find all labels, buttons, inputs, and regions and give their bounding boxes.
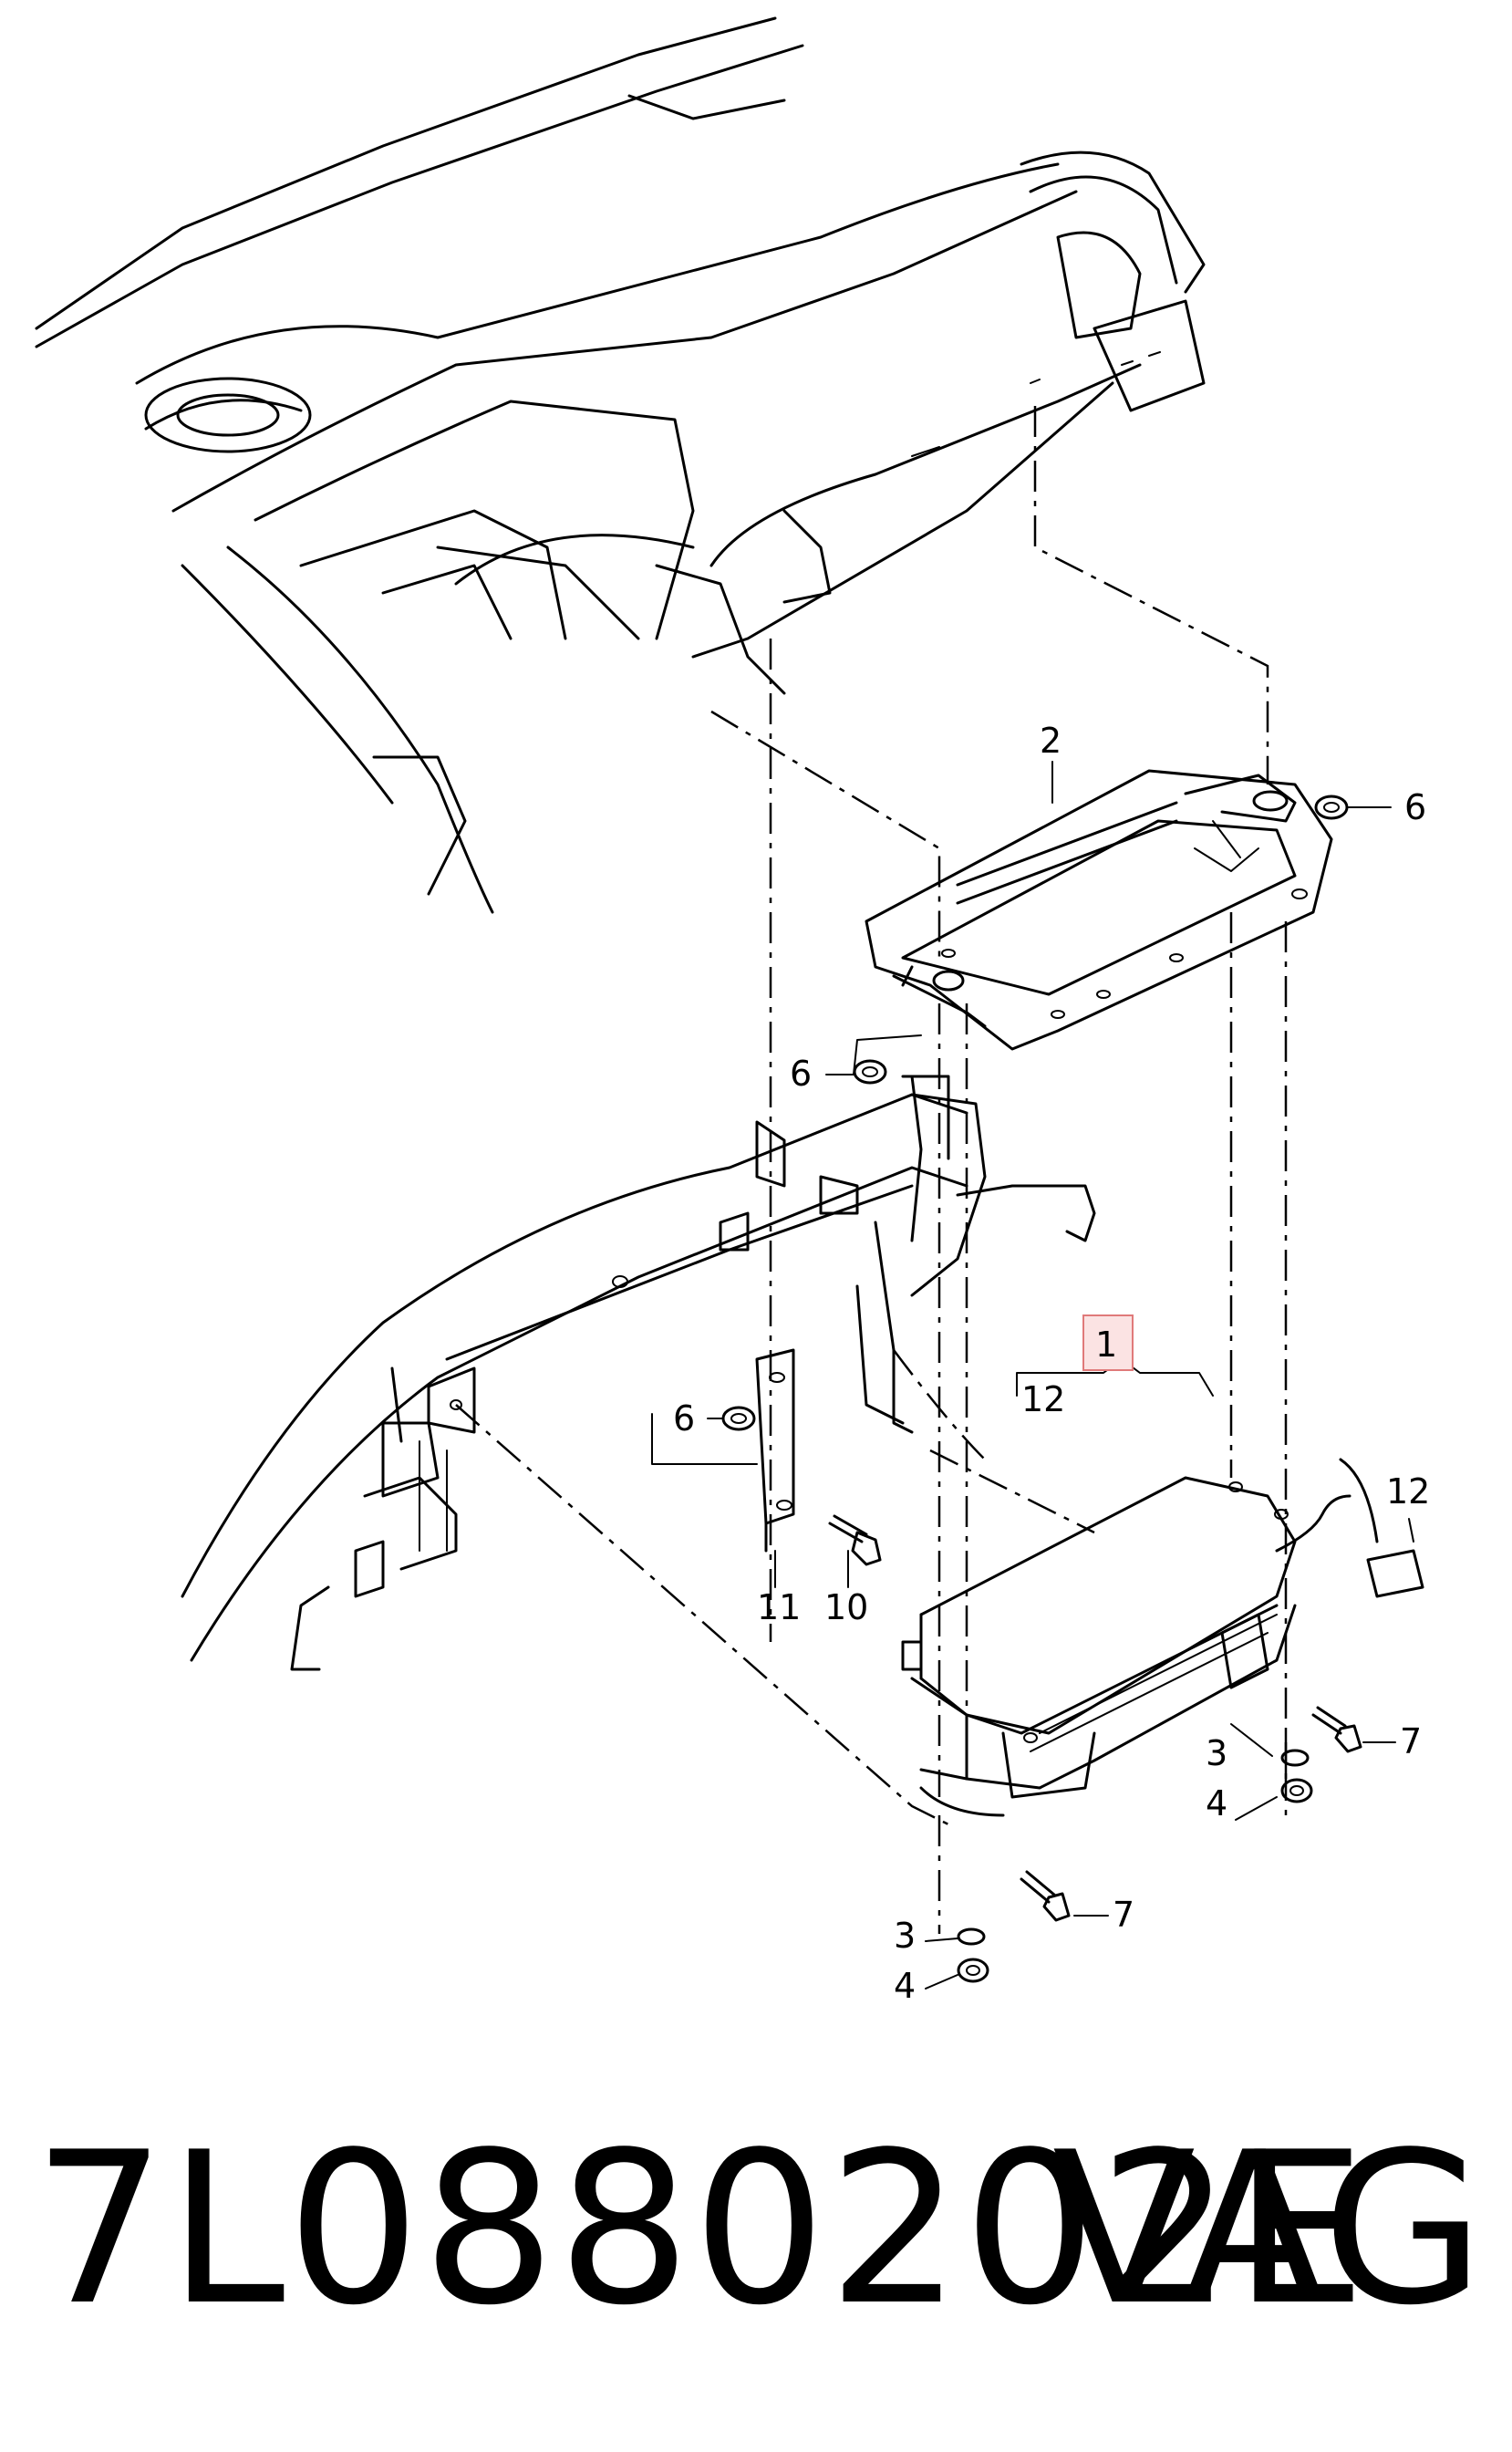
callout-6-mid: 6 — [790, 1054, 812, 1094]
callout-7-lower: 7 — [1113, 1895, 1134, 1935]
callout-11: 11 — [757, 1587, 801, 1627]
dashboard-panel — [35, 16, 1206, 914]
callout-6-lower: 6 — [673, 1398, 695, 1439]
callout-12-right: 12 — [1386, 1471, 1430, 1512]
callout-numbers: 1 2 6 6 6 11 10 12 12 3 4 7 7 3 4 — [673, 721, 1430, 2006]
callout-3-lower: 3 — [894, 1916, 916, 1956]
bolt-7-right — [1311, 1706, 1362, 1753]
callout-1: 1 — [1095, 1325, 1117, 1365]
callout-4-right: 4 — [1206, 1783, 1227, 1823]
nut-6-lower — [721, 1406, 756, 1431]
brand-label: VAG — [1051, 2108, 1485, 2352]
nut-6-top-right — [1314, 795, 1349, 820]
support-bracket-11 — [755, 1348, 795, 1553]
airbag-exploded-diagram: 1 2 6 6 6 11 10 12 12 3 4 7 7 3 4 — [35, 16, 1430, 2006]
callout-1-highlight — [1082, 1314, 1134, 1371]
washer-3-lower — [957, 1927, 986, 1946]
part-number: 7L0880202E — [33, 2108, 1369, 2352]
callout-6-top-right: 6 — [1404, 787, 1426, 827]
callout-4-lower: 4 — [894, 1966, 916, 2006]
callout-3-right: 3 — [1206, 1733, 1227, 1773]
callout-12-left: 12 — [1021, 1379, 1065, 1419]
callout-10: 10 — [824, 1587, 868, 1627]
bolt-7-lower — [1020, 1870, 1071, 1922]
nut-4-right — [1280, 1778, 1313, 1803]
callout-7-right: 7 — [1400, 1721, 1422, 1761]
airbag-bracket — [865, 769, 1333, 1051]
assembly-leader-lines — [455, 406, 1288, 1934]
airbag-module — [901, 1458, 1424, 1817]
nut-4-lower — [957, 1958, 989, 1983]
nut-6-mid — [853, 1059, 887, 1085]
bolt-10 — [828, 1514, 882, 1566]
callout-2: 2 — [1040, 721, 1062, 761]
cross-member-frame — [181, 1075, 1096, 1671]
callout-leaders — [651, 761, 1414, 1990]
washer-3-right — [1280, 1749, 1310, 1767]
